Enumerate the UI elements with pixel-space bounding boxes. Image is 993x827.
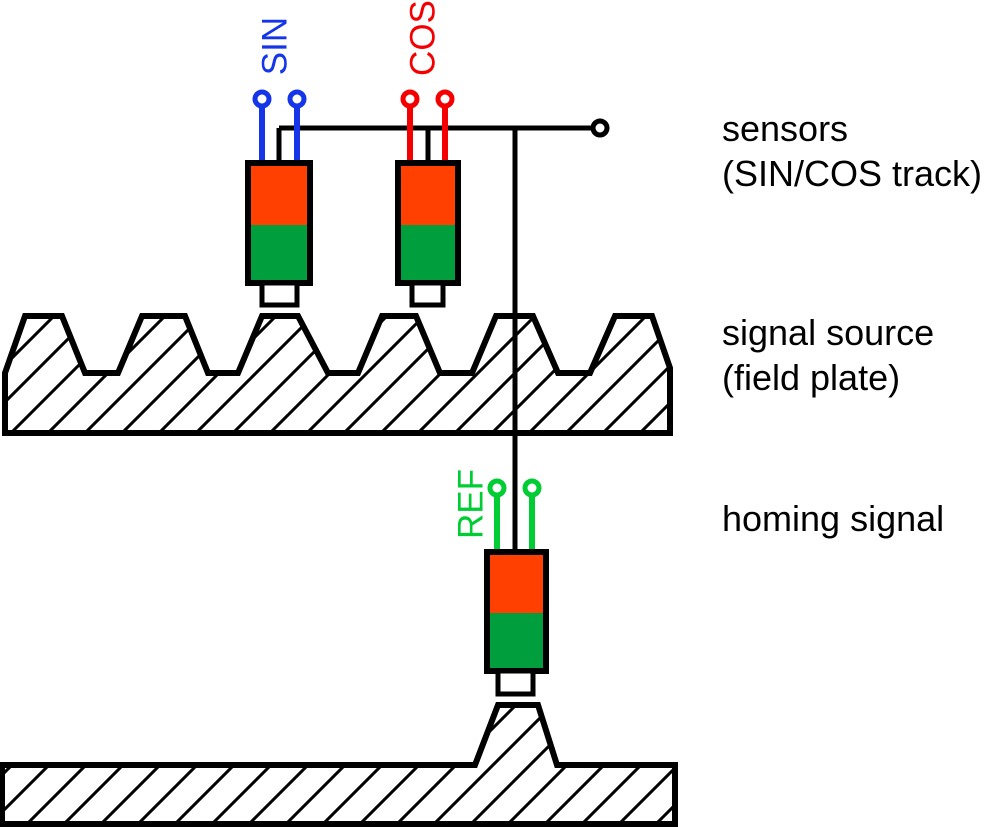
sin-pin-circle-right — [287, 89, 307, 109]
ref-label: REF — [452, 469, 491, 539]
cos-sensor-bottom-half — [398, 225, 458, 283]
sensors-caption-line2: (SIN/COS track) — [722, 153, 982, 194]
ref-pin-circle-right — [522, 478, 542, 498]
signal-source-caption: signal source (field plate) — [722, 312, 934, 398]
homing-signal-caption: homing signal — [722, 498, 944, 539]
ref-pin-circle-left — [487, 478, 507, 498]
ref-sensor-tip — [495, 668, 536, 697]
cos-pin-circle-right — [435, 89, 455, 109]
cos-pin-circle-left — [400, 89, 420, 109]
ref-sensor — [484, 478, 549, 697]
sin-sensor-tip — [259, 280, 300, 308]
signal-source-caption-line2: (field plate) — [722, 357, 900, 398]
sin-pin-circle-left — [252, 89, 272, 109]
sin-label: SIN — [256, 17, 295, 75]
sin-sensor-top-half — [248, 163, 310, 225]
sin-sensor — [245, 89, 313, 308]
homing-signal-caption-line1: homing signal — [722, 498, 944, 539]
bus-terminal-circle — [590, 118, 610, 138]
sensors-caption-line1: sensors — [722, 108, 848, 149]
cos-sensor — [395, 89, 461, 308]
homing-plate — [0, 702, 678, 827]
ref-sensor-top-half — [487, 552, 546, 613]
field-plate — [2, 313, 673, 436]
signal-source-caption-line1: signal source — [722, 312, 934, 353]
sin-sensor-bottom-half — [248, 225, 310, 283]
sensors-caption: sensors (SIN/COS track) — [722, 108, 982, 194]
field-plate-shape — [2, 313, 673, 436]
cos-sensor-top-half — [398, 163, 458, 225]
ref-sensor-bottom-half — [487, 613, 546, 671]
cos-sensor-tip — [409, 280, 446, 308]
homing-plate-shape — [0, 702, 678, 827]
wiring — [276, 118, 610, 556]
cos-label: COS — [404, 0, 443, 76]
